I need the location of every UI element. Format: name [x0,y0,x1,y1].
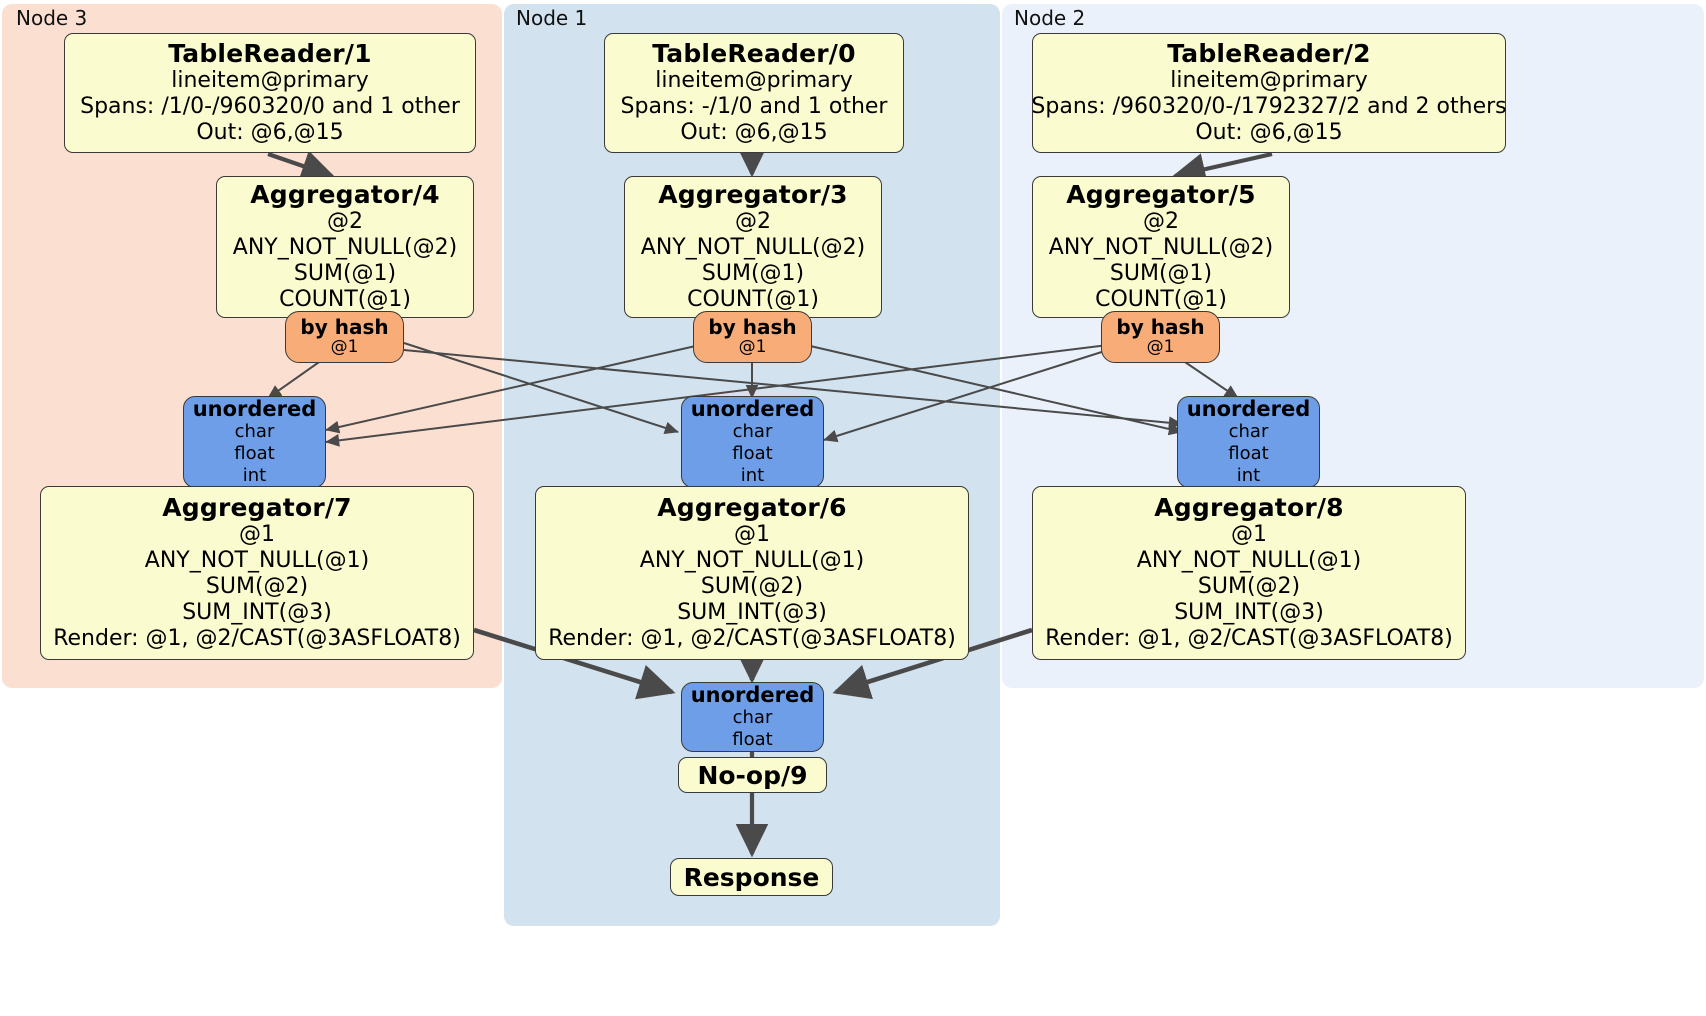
processor-title: Aggregator/8 [1154,493,1344,523]
processor-aggregator-7[interactable]: Aggregator/7 @1 ANY_NOT_NULL(@1) SUM(@2)… [40,486,474,660]
processor-render: Render: @1, @2/CAST(@3ASFLOAT8) [53,625,461,651]
synchronizer-unordered-node1[interactable]: unordered char float int [681,396,824,488]
synchronizer-type: float [1228,442,1269,464]
synchronizer-type: int [740,464,765,486]
synchronizer-type: int [1236,464,1261,486]
synchronizer-title: unordered [192,396,317,421]
processor-table-reader-1[interactable]: TableReader/1 lineitem@primary Spans: /1… [64,33,476,153]
node-label-node1: Node 1 [516,6,588,30]
processor-detail: Spans: /1/0-/960320/0 and 1 other [80,94,460,120]
router-by-hash-node1[interactable]: by hash @1 [693,311,812,363]
processor-detail: ANY_NOT_NULL(@1) [144,548,370,574]
processor-detail: COUNT(@1) [687,286,819,312]
processor-render: Render: @1, @2/CAST(@3ASFLOAT8) [1045,625,1453,651]
processor-detail: ANY_NOT_NULL(@2) [1048,235,1274,261]
processor-title: TableReader/2 [1167,39,1371,69]
router-by-hash-node2[interactable]: by hash @1 [1101,311,1220,363]
processor-detail: SUM(@2) [700,574,804,600]
processor-detail: SUM_INT(@3) [677,599,827,625]
processor-table-reader-2[interactable]: TableReader/2 lineitem@primary Spans: /9… [1031,33,1507,153]
synchronizer-type: float [732,728,773,750]
processor-detail: SUM(@1) [1109,261,1213,286]
router-detail: @1 [1146,337,1175,358]
synchronizer-title: unordered [1186,396,1311,421]
processor-title: Aggregator/4 [250,180,440,210]
processor-title: Aggregator/7 [162,493,352,523]
synchronizer-title: unordered [690,682,815,707]
synchronizer-title: unordered [690,396,815,421]
processor-detail: SUM(@2) [205,574,309,600]
synchronizer-type: char [234,421,275,443]
processor-render: Render: @1, @2/CAST(@3ASFLOAT8) [548,625,956,651]
processor-detail: ANY_NOT_NULL(@2) [640,235,866,261]
processor-no-op-9[interactable]: No-op/9 [678,757,827,793]
processor-aggregator-5[interactable]: Aggregator/5 @2 ANY_NOT_NULL(@2) SUM(@1)… [1032,176,1290,318]
router-title: by hash [1116,315,1205,340]
processor-table-reader-0[interactable]: TableReader/0 lineitem@primary Spans: -/… [604,33,904,153]
processor-detail: SUM(@2) [1197,574,1301,600]
processor-title: TableReader/0 [652,39,856,69]
processor-title: Response [683,862,820,892]
synchronizer-type: char [732,421,773,443]
processor-aggregator-3[interactable]: Aggregator/3 @2 ANY_NOT_NULL(@2) SUM(@1)… [624,176,882,318]
processor-detail: @2 [1143,209,1179,235]
node-label-node2: Node 2 [1014,6,1086,30]
processor-aggregator-6[interactable]: Aggregator/6 @1 ANY_NOT_NULL(@1) SUM(@2)… [535,486,969,660]
processor-detail: ANY_NOT_NULL(@1) [1136,548,1362,574]
processor-detail: lineitem@primary [1170,68,1368,94]
processor-aggregator-8[interactable]: Aggregator/8 @1 ANY_NOT_NULL(@1) SUM(@2)… [1032,486,1466,660]
router-detail: @1 [330,337,359,358]
router-title: by hash [708,315,797,340]
processor-detail: SUM(@1) [701,261,805,286]
processor-title: Aggregator/3 [658,180,848,210]
processor-detail: Spans: /960320/0-/1792327/2 and 2 others [1031,94,1507,120]
processor-title: No-op/9 [697,760,808,790]
processor-detail: Out: @6,@15 [196,119,344,145]
processor-detail: lineitem@primary [655,68,853,94]
processor-detail: SUM_INT(@3) [1174,599,1324,625]
synchronizer-unordered-node2[interactable]: unordered char float int [1177,396,1320,488]
processor-detail: SUM(@1) [293,261,397,286]
synchronizer-unordered-final[interactable]: unordered char float [681,682,824,752]
synchronizer-type: char [732,707,773,729]
processor-response[interactable]: Response [670,858,833,896]
processor-detail: @2 [735,209,771,235]
processor-aggregator-4[interactable]: Aggregator/4 @2 ANY_NOT_NULL(@2) SUM(@1)… [216,176,474,318]
processor-title: Aggregator/5 [1066,180,1256,210]
processor-detail: ANY_NOT_NULL(@1) [639,548,865,574]
processor-title: Aggregator/6 [657,493,847,523]
processor-detail: SUM_INT(@3) [182,599,332,625]
node-label-node3: Node 3 [16,6,88,30]
synchronizer-type: float [732,442,773,464]
processor-detail: @1 [734,522,770,548]
synchronizer-unordered-node3[interactable]: unordered char float int [183,396,326,488]
processor-detail: @2 [327,209,363,235]
processor-title: TableReader/1 [168,39,372,69]
router-detail: @1 [738,337,767,358]
router-title: by hash [300,315,389,340]
router-by-hash-node3[interactable]: by hash @1 [285,311,404,363]
processor-detail: Out: @6,@15 [680,119,828,145]
processor-detail: lineitem@primary [171,68,369,94]
processor-detail: Out: @6,@15 [1195,119,1343,145]
processor-detail: @1 [1231,522,1267,548]
synchronizer-type: char [1228,421,1269,443]
processor-detail: ANY_NOT_NULL(@2) [232,235,458,261]
processor-detail: COUNT(@1) [1095,286,1227,312]
synchronizer-type: int [242,464,267,486]
processor-detail: @1 [239,522,275,548]
processor-detail: COUNT(@1) [279,286,411,312]
synchronizer-type: float [234,442,275,464]
processor-detail: Spans: -/1/0 and 1 other [620,94,888,120]
